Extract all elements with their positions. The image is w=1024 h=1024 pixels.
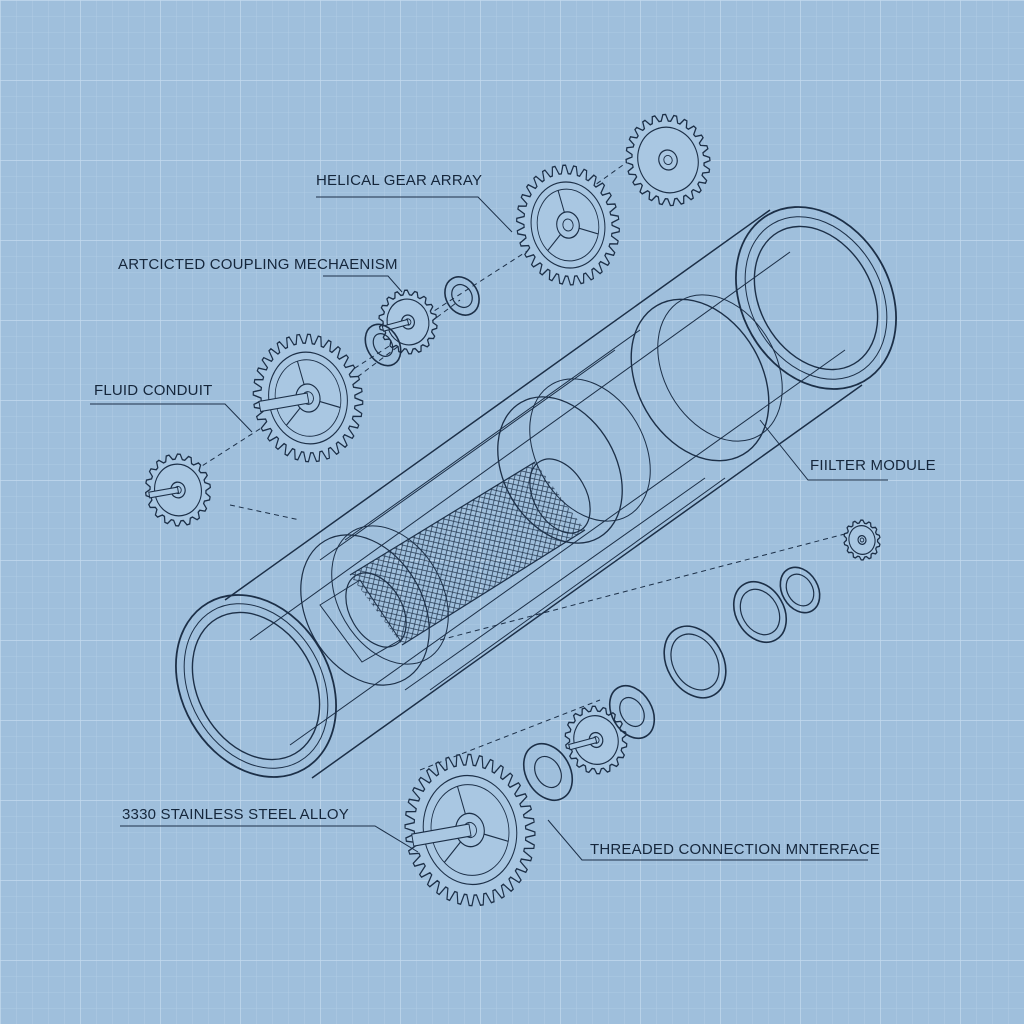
- end-cap-gear: [843, 519, 881, 561]
- leader-lines: [90, 196, 888, 861]
- callout-coupling-mechanism: ARTCICTED COUPLING MECHAENISM: [118, 256, 398, 273]
- callout-stainless-steel-alloy: 3330 STAINLESS STEEL ALLOY: [122, 806, 349, 823]
- filter-module-sleeve: [300, 294, 783, 691]
- seal-ring-5: [779, 566, 821, 614]
- threaded-gear-small: [564, 705, 628, 775]
- helical-gear-large: [516, 164, 620, 286]
- seal-ring-3: [663, 625, 727, 699]
- coupling-gear: [378, 289, 438, 355]
- callout-filter-module: FIILTER MODULE: [810, 457, 936, 474]
- filter-housing-cylinder: [175, 206, 897, 779]
- callout-fluid-conduit: FLUID CONDUIT: [94, 382, 213, 399]
- small-end-gear: [144, 453, 212, 527]
- threaded-gear-large: [404, 753, 536, 907]
- seal-ring-2: [608, 684, 656, 740]
- callout-helical-gear-array: HELICAL GEAR ARRAY: [316, 172, 483, 189]
- exploded-parts: [144, 113, 881, 907]
- fluid-conduit-gear: [252, 333, 364, 463]
- seal-ring-4: [732, 581, 788, 643]
- seal-ring-1: [522, 742, 574, 802]
- coupling-ring: [444, 276, 480, 316]
- coupling-ring-left: [364, 323, 402, 367]
- callout-threaded-connection: THREADED CONNECTION MNTERFACE: [590, 841, 880, 858]
- helical-gear-top: [625, 113, 711, 207]
